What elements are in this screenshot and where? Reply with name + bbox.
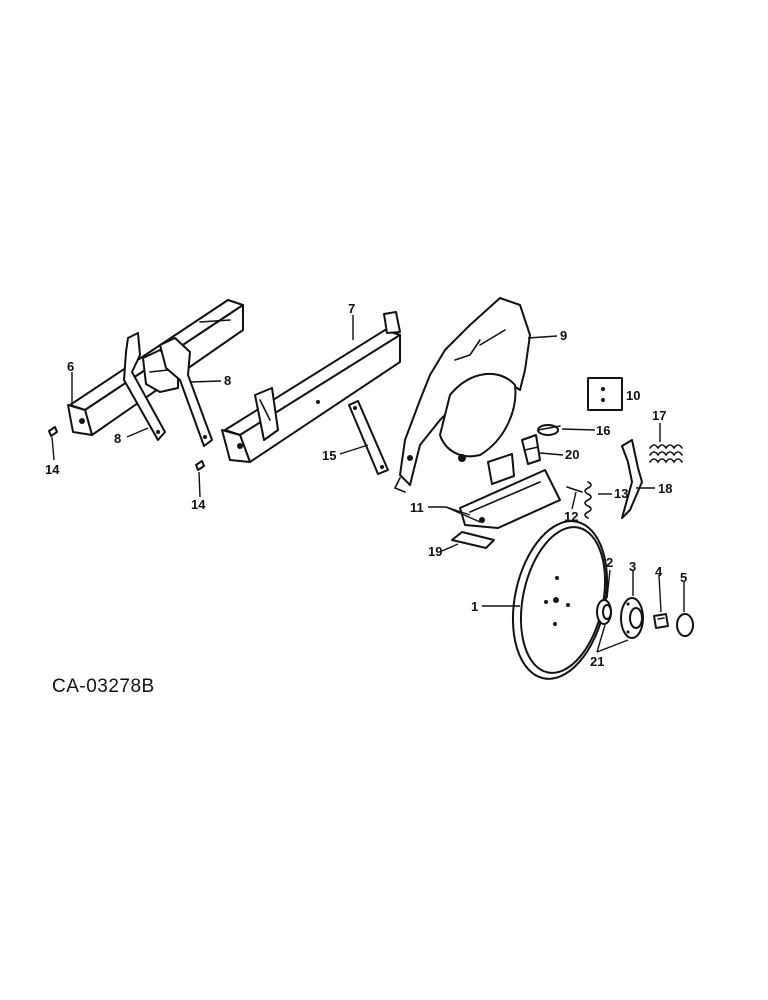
callout-7: 7	[348, 301, 355, 316]
callout-21: 21	[590, 654, 604, 669]
plate-part-10	[587, 377, 623, 411]
callout-5: 5	[680, 570, 687, 585]
callout-6: 6	[67, 359, 74, 374]
callout-14a: 14	[45, 462, 60, 477]
pin-part-14-right	[195, 460, 205, 471]
dust-cap-part-5	[676, 613, 694, 637]
spring-part-13	[584, 481, 592, 519]
roll-pin-part-12	[566, 486, 583, 493]
callout-4: 4	[655, 564, 663, 579]
spring-bolt-part-17	[649, 444, 683, 464]
callout-10: 10	[626, 388, 640, 403]
clip-part-16	[537, 424, 561, 436]
callout-2: 2	[606, 555, 613, 570]
callout-15: 15	[322, 448, 336, 463]
callout-12: 12	[564, 509, 578, 524]
callout-8a: 8	[224, 373, 231, 388]
callout-20: 20	[565, 447, 579, 462]
pin-part-14-left	[48, 426, 58, 437]
bearing-part-2	[596, 599, 612, 625]
frame-bar-part-7	[221, 311, 401, 463]
callout-9: 9	[560, 328, 567, 343]
hub-part-3	[620, 597, 644, 639]
drawing-code: CA-03278B	[52, 676, 155, 697]
bolt-part-4	[653, 613, 669, 629]
bracket-part-20	[521, 434, 541, 465]
link-strap-part-15	[348, 400, 389, 475]
wear-strip-part-19	[451, 531, 495, 549]
callout-11: 11	[410, 500, 424, 515]
bracket-arm-part-8-right	[159, 337, 213, 447]
callout-labels: 1 2 3 4 5 6 7 8 8 9 10 11 12 13 14 14 15…	[45, 301, 687, 669]
opener-bracket-part-9	[393, 297, 531, 493]
callout-17: 17	[652, 408, 666, 423]
callout-19: 19	[428, 544, 442, 559]
callout-1: 1	[471, 599, 478, 614]
leader-lines	[51, 315, 685, 653]
callout-14b: 14	[191, 497, 206, 512]
callout-16: 16	[596, 423, 610, 438]
callout-18: 18	[658, 481, 672, 496]
callout-8b: 8	[114, 431, 121, 446]
callout-13: 13	[614, 486, 628, 501]
callout-3: 3	[629, 559, 636, 574]
scraper-shield-part-11	[459, 453, 561, 529]
scraper-blade-part-18	[621, 439, 643, 519]
